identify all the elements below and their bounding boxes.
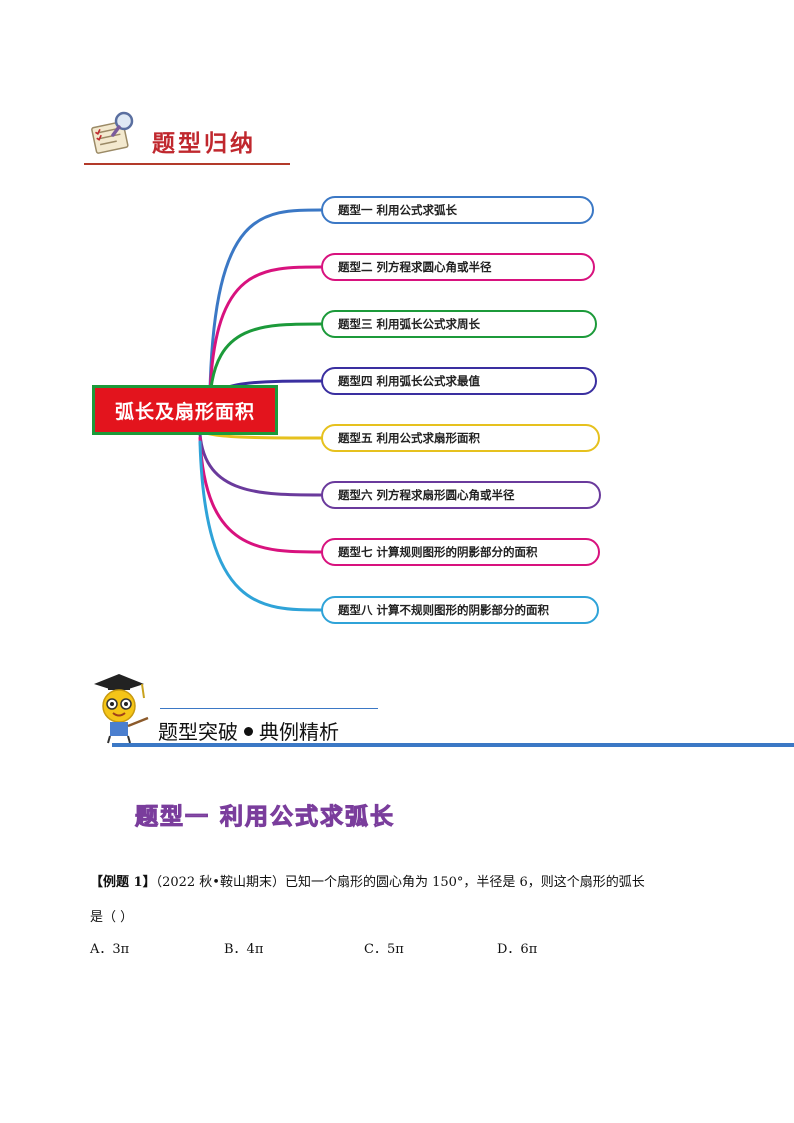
section-top-rule: [160, 708, 378, 709]
bullet-dot: [244, 727, 253, 736]
mindmap-branch-7: 题型七 计算规则图形的阴影部分的面积: [321, 538, 600, 566]
option-b: B．4π: [224, 942, 264, 957]
connector-7: [198, 436, 323, 554]
section-title: 题型归纳: [152, 130, 256, 157]
section-title-2: 题型突破典例精析: [158, 716, 339, 745]
section-title-right: 典例精析: [259, 720, 339, 744]
connector-2: [208, 265, 323, 396]
graduate-mascot-icon: [86, 672, 152, 744]
topic-heading: 题型一 利用公式求弧长: [134, 804, 396, 831]
mindmap-branch-8: 题型八 计算不规则图形的阴影部分的面积: [321, 596, 599, 624]
section-title-left: 题型突破: [158, 720, 238, 744]
mindmap-center-topic: 弧长及扇形面积: [92, 385, 278, 435]
option-d: D．6π: [497, 942, 538, 957]
mindmap-branch-6: 题型六 列方程求扇形圆心角或半径: [321, 481, 601, 509]
connector-1: [208, 208, 323, 392]
question-line-2: 是（ ）: [90, 910, 134, 925]
connector-6: [198, 432, 323, 497]
question-line-1: 【例题 1】（2022 秋•鞍山期末）已知一个扇形的圆心角为 150°，半径是 …: [90, 871, 645, 890]
checklist-magnifier-icon: [88, 108, 140, 160]
question-label: 【例题 1】: [90, 875, 156, 890]
option-c: C．5π: [364, 942, 404, 957]
mindmap-branch-5: 题型五 利用公式求扇形面积: [321, 424, 600, 452]
connector-8: [198, 440, 323, 612]
mindmap-branch-2: 题型二 列方程求圆心角或半径: [321, 253, 595, 281]
question-text-1: （2022 秋•鞍山期末）已知一个扇形的圆心角为 150°，半径是 6，则这个扇…: [155, 875, 645, 890]
mindmap-connectors: [198, 208, 323, 612]
mindmap-branch-3: 题型三 利用弧长公式求周长: [321, 310, 597, 338]
option-a: A．3π: [90, 942, 130, 957]
section-underline-2: [112, 743, 794, 747]
connector-3: [208, 322, 323, 400]
section-underline: [84, 163, 290, 165]
mindmap-branch-1: 题型一 利用公式求弧长: [321, 196, 594, 224]
mindmap-branch-4: 题型四 利用弧长公式求最值: [321, 367, 597, 395]
